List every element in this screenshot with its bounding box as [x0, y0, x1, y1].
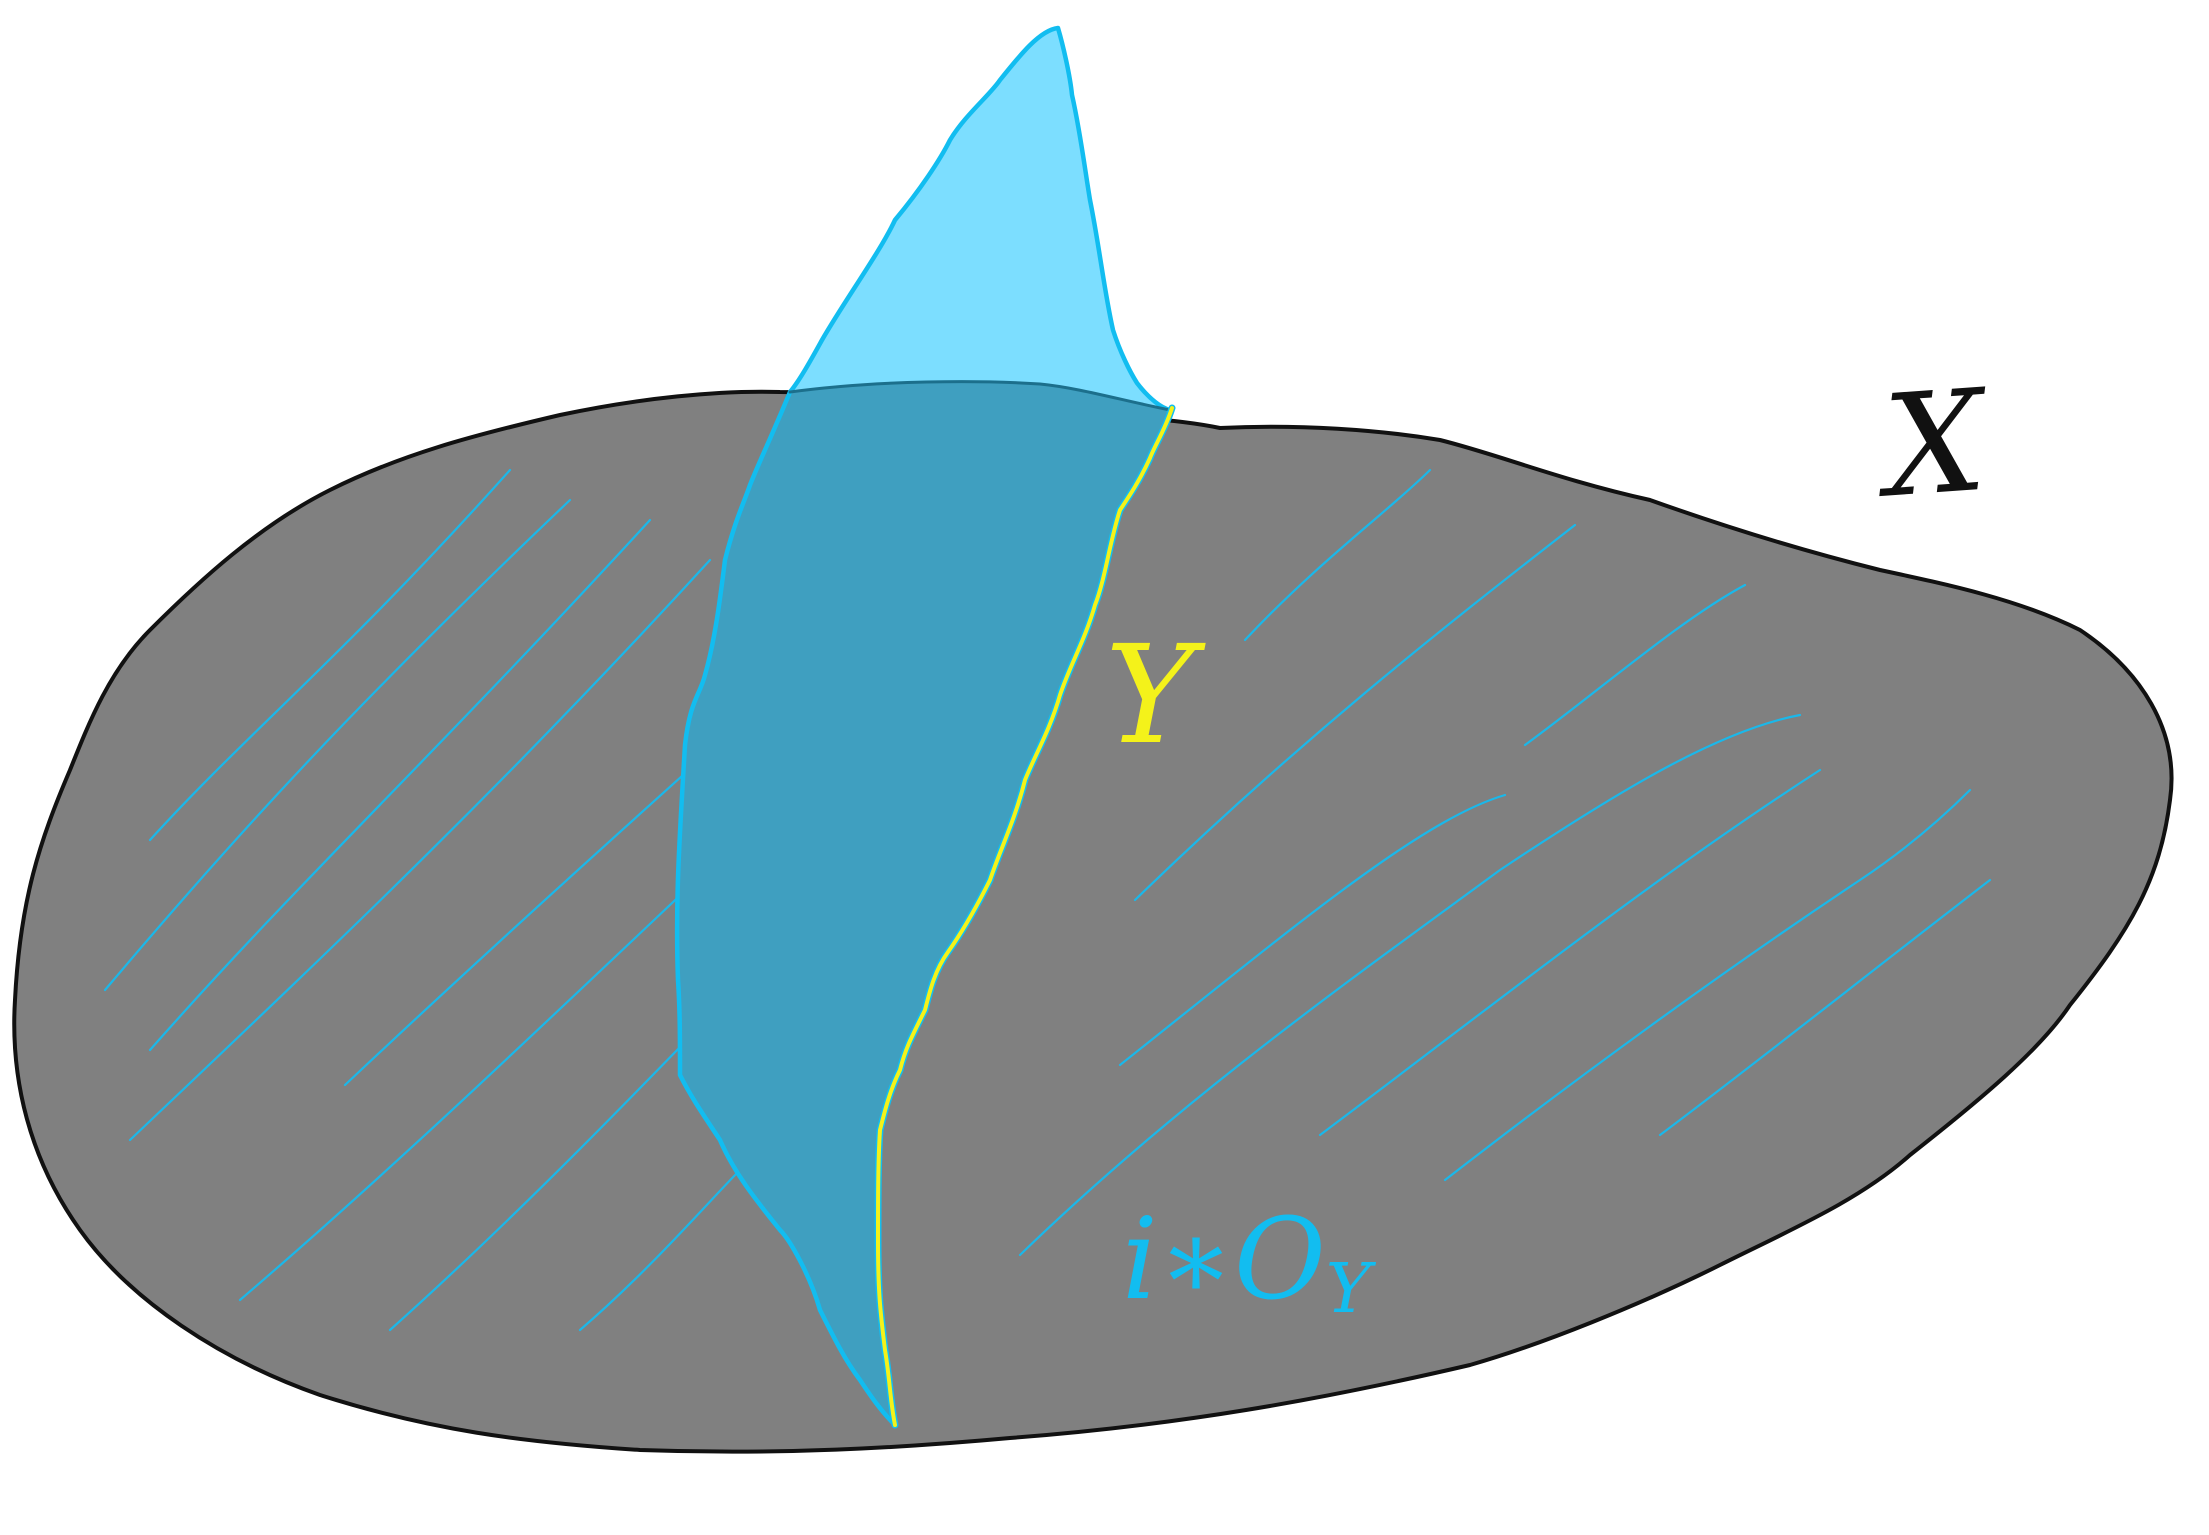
hatch-stroke: [1018, 713, 1802, 1257]
hatch-stroke: [1133, 523, 1577, 902]
hatching: [103, 468, 1992, 1332]
hatch-stroke: [1443, 788, 1972, 1182]
hatch-stroke: [148, 518, 652, 1052]
hatch-stroke: [1243, 468, 1432, 642]
curve-y-stroke: [876, 406, 1174, 1427]
hatch-stroke: [578, 1168, 742, 1332]
label-space-x: X: [1869, 359, 1995, 530]
label-subvariety-y: Y: [1105, 617, 1206, 775]
space-x-blob: [12, 389, 2174, 1454]
hatch-stroke: [1318, 768, 1822, 1137]
support-sheet: [674, 25, 1173, 1428]
space-x: [12, 389, 2174, 1454]
sheet-lower-part: [677, 381, 1170, 1426]
hatch-stroke: [148, 468, 512, 842]
sheet-upper-part: [790, 28, 1170, 410]
hatch-stroke: [1118, 793, 1507, 1067]
label-pushforward-sheaf: i∗OY: [1122, 1195, 1377, 1329]
label-pushforward-sheaf-main: i∗O: [1122, 1195, 1326, 1325]
hatch-stroke: [1658, 878, 1992, 1137]
label-pushforward-sheaf-sub: Y: [1326, 1250, 1377, 1329]
sheet-blob-crossing: [788, 380, 1172, 412]
hatch-stroke: [1523, 583, 1747, 747]
hatch-stroke: [103, 498, 572, 992]
curve-y: [874, 404, 1176, 1429]
sheet-outline: [674, 25, 1173, 1428]
hatch-stroke: [128, 558, 712, 1142]
